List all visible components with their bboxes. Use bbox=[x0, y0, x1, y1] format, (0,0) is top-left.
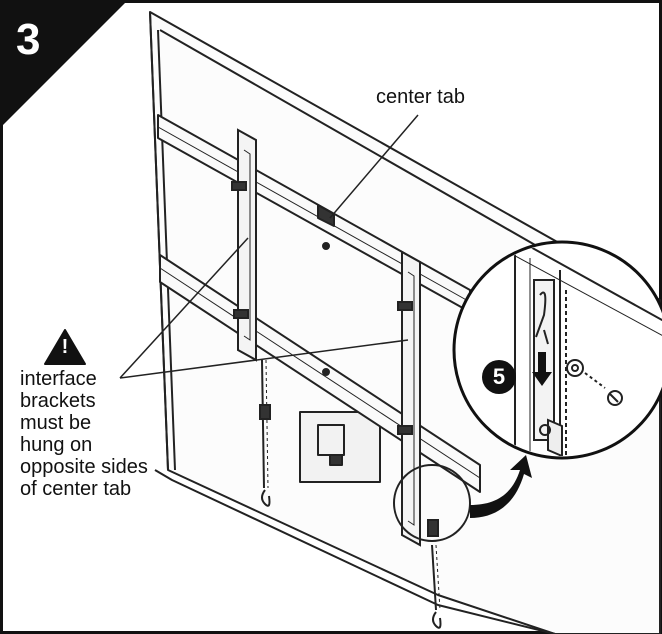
down-arrow-icon bbox=[532, 352, 552, 386]
warning-text: interface brackets must be hung on oppos… bbox=[20, 368, 148, 500]
substep-badge: 5 bbox=[482, 360, 516, 394]
center-tab bbox=[317, 204, 335, 227]
detail-source-circle bbox=[393, 464, 471, 542]
center-tab-label: center tab bbox=[376, 86, 465, 108]
warning-exclamation: ! bbox=[61, 336, 69, 358]
detail-magnifier bbox=[452, 240, 662, 460]
warning-triangle-icon bbox=[44, 329, 86, 365]
step-badge bbox=[3, 3, 125, 125]
step-number: 3 bbox=[16, 15, 41, 64]
tv-port-recess bbox=[299, 411, 381, 483]
leader-lines bbox=[119, 114, 419, 379]
interface-bracket-right bbox=[397, 250, 442, 629]
rotate-arrow-icon bbox=[470, 455, 532, 518]
interface-bracket-left bbox=[231, 128, 271, 507]
